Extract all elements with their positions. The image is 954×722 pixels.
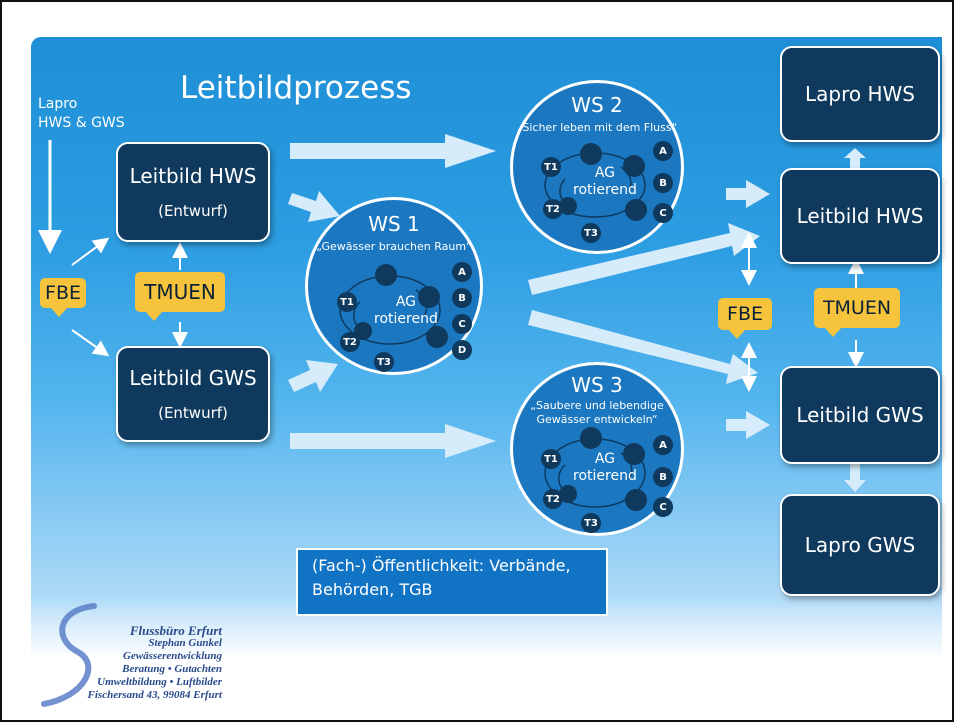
tmuen-left-tag: TMUEN — [135, 272, 225, 321]
ws2-circle: WS 2 „Sicher leben mit dem Fluss“ AG rot… — [510, 80, 684, 254]
ws1-ag-line2: rotierend — [374, 311, 438, 327]
leitbild-hws-draft-sub: (Entwurf) — [158, 202, 228, 220]
ws1-letter-d: D — [452, 340, 472, 360]
ws3-team-t1: T1 — [541, 449, 561, 469]
leitbild-gws-box: Leitbild GWS — [780, 366, 940, 464]
ws1-dot-top — [375, 264, 397, 286]
tmuen-right-tag: TMUEN — [814, 288, 900, 337]
logo-line1: Flussbüro Erfurt — [129, 623, 222, 638]
flussbuero-logo-text: Flussbüro Erfurt Stephan Gunkel Gewässer… — [36, 624, 222, 702]
slide-fade — [31, 600, 942, 718]
ws1-team-t1: T1 — [337, 292, 357, 312]
ws3-team-t3: T3 — [581, 513, 601, 533]
ws1-team-t2: T2 — [340, 332, 360, 352]
leitbild-gws-draft-title: Leitbild GWS — [129, 366, 257, 390]
fbe-to-hws-line — [71, 237, 110, 266]
ws1-dot-right — [418, 286, 440, 308]
ws3-letter-c: C — [653, 497, 673, 517]
ws2-team-t3: T3 — [581, 223, 601, 243]
logo-line6: Fischersand 43, 99084 Erfurt — [87, 689, 222, 701]
ws1-ag-line1: AG — [395, 294, 416, 310]
lapro-input-label: Lapro HWS & GWS — [38, 95, 125, 133]
logo-line3: Gewässerentwicklung — [122, 650, 222, 662]
ws2-letter-a: A — [653, 141, 673, 161]
ws1-letter-b: B — [452, 288, 472, 308]
leitbild-hws-label: Leitbild HWS — [796, 204, 924, 228]
ws2-dot-top — [580, 143, 602, 165]
lapro-input-line2: HWS & GWS — [38, 115, 125, 131]
ws2-letter-b: B — [653, 173, 673, 193]
lapro-hws-box: Lapro HWS — [780, 46, 940, 142]
public-line2: Behörden, TGB — [312, 580, 433, 599]
lapro-gws-box: Lapro GWS — [780, 494, 940, 596]
ws1-dot-bottom-right — [426, 326, 448, 348]
ws2-ag-line1: AG — [594, 165, 615, 181]
ws2-quote: „Sicher leben mit dem Fluss“ — [516, 121, 678, 134]
leitbild-hws-box: Leitbild HWS — [780, 168, 940, 264]
page-title: Leitbildprozess — [180, 70, 412, 106]
flussbuero-logo-swoosh — [41, 603, 97, 707]
ws2-dot-bottom-left — [559, 197, 577, 215]
ws3-ag-line1: AG — [594, 451, 615, 467]
ws1-title: WS 1 — [368, 212, 420, 236]
fbe-to-gws-line — [71, 329, 110, 357]
big-arrows — [288, 134, 866, 492]
ws2-dot-bottom-right — [625, 199, 647, 221]
logo-line5: Umweltbildung • Luftbilder — [97, 676, 222, 688]
ws3-title: WS 3 — [571, 373, 623, 397]
ws3-quote-line1: „Saubere und lebendige — [530, 399, 664, 412]
ws2-letter-c: C — [653, 203, 673, 223]
leitbild-gws-draft-sub: (Entwurf) — [158, 404, 228, 422]
ws3-dot-bottom-right — [625, 489, 647, 511]
ws3-circle: WS 3 „Saubere und lebendige Gewässer ent… — [510, 362, 684, 536]
ws1-dot-bottom-left — [354, 322, 372, 340]
ws2-team-t1: T1 — [541, 157, 561, 177]
leitbild-hws-draft-box: Leitbild HWS (Entwurf) — [116, 142, 270, 242]
ws2-title: WS 2 — [571, 93, 623, 117]
ws1-ag-label: AG rotierend — [374, 294, 438, 328]
ws1-circle: WS 1 „Gewässer brauchen Raum“ AG rotiere… — [305, 197, 483, 375]
ws1-letter-a: A — [452, 262, 472, 282]
leitbild-gws-label: Leitbild GWS — [796, 403, 924, 427]
ws3-dot-bottom-left — [559, 485, 577, 503]
leitbild-hws-draft-title: Leitbild HWS — [129, 164, 257, 188]
ws1-quote: „Gewässer brauchen Raum“ — [316, 240, 472, 253]
fbe-left-tag: FBE — [40, 278, 86, 317]
ws3-quote: „Saubere und lebendige Gewässer entwicke… — [513, 399, 681, 427]
ws3-letter-a: A — [653, 435, 673, 455]
logo-line4: Beratung • Gutachten — [122, 663, 222, 675]
ws3-dot-right — [623, 443, 645, 465]
ws3-team-t2: T2 — [543, 489, 563, 509]
ws1-team-t3: T3 — [374, 352, 394, 372]
ws1-letter-c: C — [452, 314, 472, 334]
public-stakeholders-box: (Fach-) Öffentlichkeit: Verbände, Behörd… — [296, 548, 608, 616]
lapro-gws-label: Lapro GWS — [804, 533, 916, 557]
leitbild-gws-draft-box: Leitbild GWS (Entwurf) — [116, 346, 270, 442]
public-line1: (Fach-) Öffentlichkeit: Verbände, — [312, 556, 571, 575]
ws3-quote-line2: Gewässer entwickeln“ — [536, 413, 658, 426]
lapro-hws-label: Lapro HWS — [805, 82, 915, 106]
ws2-ag-line2: rotierend — [573, 182, 637, 198]
ws3-letter-b: B — [653, 467, 673, 487]
fbe-right-tag: FBE — [718, 298, 772, 339]
lapro-input-line1: Lapro — [38, 96, 78, 112]
ws3-ag-label: AG rotierend — [573, 451, 637, 485]
ws3-ag-line2: rotierend — [573, 468, 637, 484]
ws2-ag-label: AG rotierend — [573, 165, 637, 199]
ws2-team-t2: T2 — [543, 199, 563, 219]
ws3-dot-top — [580, 427, 602, 449]
ws2-dot-right — [623, 155, 645, 177]
logo-line2: Stephan Gunkel — [148, 637, 222, 649]
